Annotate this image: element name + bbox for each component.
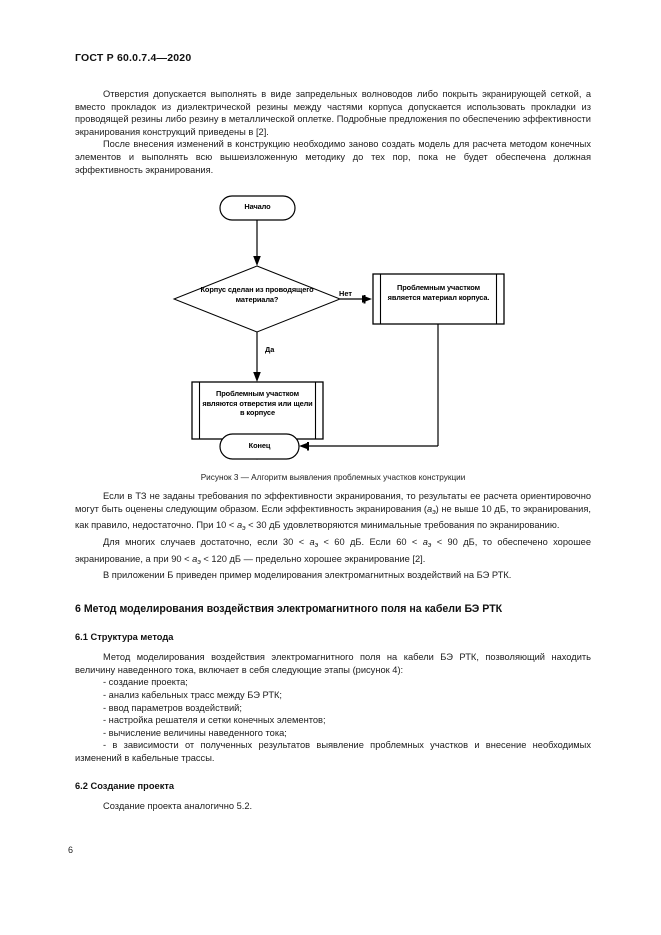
variable-ae-3-base: a <box>309 536 315 547</box>
document-header: ГОСТ Р 60.0.7.4—2020 <box>75 52 192 64</box>
variable-ae-1: aэ <box>427 503 436 516</box>
paragraph-good-shielding-a: Для многих случаев достаточно, если 30 < <box>103 536 310 547</box>
paragraph-project-creation: Создание проекта аналогично 5.2. <box>103 800 253 811</box>
variable-ae-5-sub: э <box>197 558 201 566</box>
page-number: 6 <box>68 845 74 855</box>
paragraph-good-shielding-c: < 90 дБ, то обеспечено хорошее экраниров… <box>75 536 591 564</box>
paragraph-shielding-levels-b: ) не выше 10 дБ, то экранирования, как п… <box>75 503 591 531</box>
paragraph-method-intro: Метод моделирования воздействия электром… <box>75 652 591 675</box>
flowchart-arrowhead-1 <box>253 256 261 267</box>
variable-ae-4-sub: э <box>427 541 432 549</box>
flowchart-svg <box>172 195 505 461</box>
list-item: - настройка решателя и сетки конечных эл… <box>103 715 326 726</box>
section-6-2-heading: 6.2 Создание проекта <box>75 780 175 791</box>
flowchart-end-label: Конец <box>248 441 271 451</box>
variable-ae-2-sub: э <box>242 525 246 533</box>
paragraph-good-shielding: Для многих случаев достаточно, если 30 <… <box>75 536 591 569</box>
list-item: - ввод параметров воздействий; <box>103 702 242 713</box>
paragraph-openings: Отверстия допускается выполнять в виде з… <box>75 89 591 137</box>
list-item: - вычисление величины наведенного тока; <box>103 727 287 738</box>
flowchart-decision-label: Корпус сделан из проводящего материала? <box>200 285 314 304</box>
flowchart-edge-label-no: Нет <box>339 289 352 299</box>
variable-ae-1-sub: э <box>432 508 436 516</box>
variable-ae-5-base: a <box>192 553 198 564</box>
variable-ae-4-base: a <box>422 536 428 547</box>
flowchart-process-bottom-label: Проблемным участком являются отверстия и… <box>202 389 313 417</box>
variable-ae-3-sub: э <box>314 541 319 549</box>
paragraph-shielding-levels: Если в ТЗ не заданы требования по эффект… <box>75 490 591 536</box>
list-item: - анализ кабельных трасс между БЭ РТК; <box>103 690 282 700</box>
paragraph-shielding-levels-a: Если в ТЗ не заданы требования по эффект… <box>75 491 591 514</box>
variable-ae-2-base: a <box>236 520 243 531</box>
figure-3: Начало Корпус сделан из проводящего мате… <box>75 190 591 490</box>
flowchart-arrow-tail-3 <box>307 442 309 451</box>
page-content: ГОСТ Р 60.0.7.4—2020 Отверстия допускает… <box>75 52 591 812</box>
paragraph-remodel: После внесения изменений в конструкцию н… <box>75 139 591 175</box>
list-item: - создание проекта; <box>103 677 188 688</box>
flowchart-process-right-shape <box>372 273 505 325</box>
flowchart-arrowhead-3 <box>299 442 309 450</box>
flowchart-arrow-tail-2 <box>363 295 366 304</box>
variable-ae-4: aэ <box>422 536 432 549</box>
flowchart-arrowhead-4 <box>253 372 261 383</box>
flowchart-process-right-label: Проблемным участком является материал ко… <box>387 283 490 302</box>
variable-ae-2: aэ <box>236 520 246 533</box>
flowchart-process-bottom-shape <box>191 381 324 440</box>
variable-ae-3: aэ <box>309 536 319 549</box>
paragraph-appendix-b: В приложении Б приведен пример моделиров… <box>103 570 512 581</box>
paragraph-good-shielding-d: < 120 дБ — предельно хорошее экранирован… <box>200 553 426 564</box>
figure-3-caption: Рисунок 3 — Алгоритм выявления проблемны… <box>200 473 466 483</box>
paragraph-shielding-levels-c: < 30 дБ удовлетворяются минимальные треб… <box>245 520 560 531</box>
section-6-heading: 6 Метод моделирования воздействия электр… <box>75 602 503 615</box>
flowchart-start-label: Начало <box>244 202 271 212</box>
variable-ae-5: aэ <box>192 553 201 566</box>
flowchart-edge-label-yes: Да <box>265 345 275 355</box>
paragraph-good-shielding-b: < 60 дБ. Если 60 < <box>318 536 423 547</box>
section-6-1-heading: 6.1 Структура метода <box>75 632 174 643</box>
flowchart-end-shape <box>219 433 300 460</box>
list-item-last: - в зависимости от полученных результато… <box>75 740 591 763</box>
variable-ae-1-base: a <box>427 503 433 514</box>
